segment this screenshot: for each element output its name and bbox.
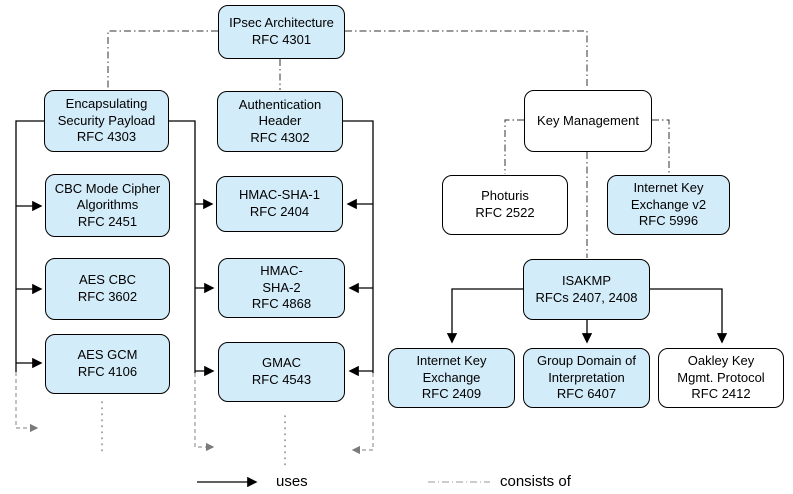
trunk-esp-left xyxy=(15,120,44,372)
node-oakley: Oakley Key Mgmt. Protocol RFC 2412 xyxy=(658,348,784,408)
connector-ipsec-keymgmt xyxy=(345,30,588,89)
node-label: Encapsulating Security Payload RFC 4303 xyxy=(57,96,156,145)
node-esp: Encapsulating Security Payload RFC 4303 xyxy=(44,90,169,152)
node-aes-gcm: AES GCM RFC 4106 xyxy=(45,334,170,394)
node-hmac-sha2: HMAC- SHA-2 RFC 4868 xyxy=(218,258,345,318)
node-label: Internet Key Exchange RFC 2409 xyxy=(416,353,487,402)
node-label: AES CBC RFC 3602 xyxy=(77,272,138,304)
node-label: ISAKMP RFCs 2407, 2408 xyxy=(535,272,638,305)
continuation-hook-left xyxy=(15,372,39,433)
node-ikev2: Internet Key Exchange v2 RFC 5996 xyxy=(607,175,730,235)
node-label: Internet Key Exchange v2 RFC 5996 xyxy=(630,180,707,229)
node-gmac: GMAC RFC 4543 xyxy=(218,342,345,402)
node-photuris: Photuris RFC 2522 xyxy=(442,175,568,235)
connector-keymgmt-ikev2 xyxy=(652,119,670,174)
node-authentication-header: Authentication Header RFC 4302 xyxy=(217,91,343,152)
node-label: Photuris RFC 2522 xyxy=(475,188,535,220)
connector-keymgmt-photuris xyxy=(504,119,524,174)
node-label: GMAC RFC 4543 xyxy=(251,355,312,387)
node-cbc-mode-cipher: CBC Mode Cipher Algorithms RFC 2451 xyxy=(45,174,170,237)
node-aes-cbc: AES CBC RFC 3602 xyxy=(45,258,170,320)
node-isakmp: ISAKMP RFCs 2407, 2408 xyxy=(523,259,650,320)
arrow-isakmp-oakley xyxy=(650,288,728,344)
node-label: HMAC-SHA-1 RFC 2404 xyxy=(239,187,320,219)
node-key-management: Key Management xyxy=(524,90,652,152)
legend-uses-label: uses xyxy=(276,473,308,490)
node-hmac-sha1: HMAC-SHA-1 RFC 2404 xyxy=(216,176,343,232)
arrow-isakmp-ike xyxy=(446,288,523,344)
node-label: CBC Mode Cipher Algorithms RFC 2451 xyxy=(54,180,161,229)
node-label: AES GCM RFC 4106 xyxy=(77,347,138,379)
trunk-ah-right xyxy=(343,120,374,373)
node-label: Oakley Key Mgmt. Protocol RFC 2412 xyxy=(677,353,765,402)
node-gdoi: Group Domain of Interpretation RFC 6407 xyxy=(523,348,650,408)
connector-ipsec-esp xyxy=(107,30,218,89)
continuation-hook-middle xyxy=(194,373,215,452)
node-label: Group Domain of Interpretation RFC 6407 xyxy=(537,353,636,402)
legend-consists-of-label: consists of xyxy=(500,473,571,490)
continuation-hook-right xyxy=(351,373,374,455)
node-label: IPsec Architecture RFC 4301 xyxy=(229,15,334,47)
trunk-esp-right xyxy=(169,120,196,373)
node-label: Key Management xyxy=(537,112,639,128)
node-label: HMAC- SHA-2 RFC 4868 xyxy=(251,263,312,312)
node-ipsec-architecture: IPsec Architecture RFC 4301 xyxy=(218,5,345,59)
node-ike: Internet Key Exchange RFC 2409 xyxy=(388,348,515,408)
node-label: Authentication Header RFC 4302 xyxy=(238,96,322,145)
